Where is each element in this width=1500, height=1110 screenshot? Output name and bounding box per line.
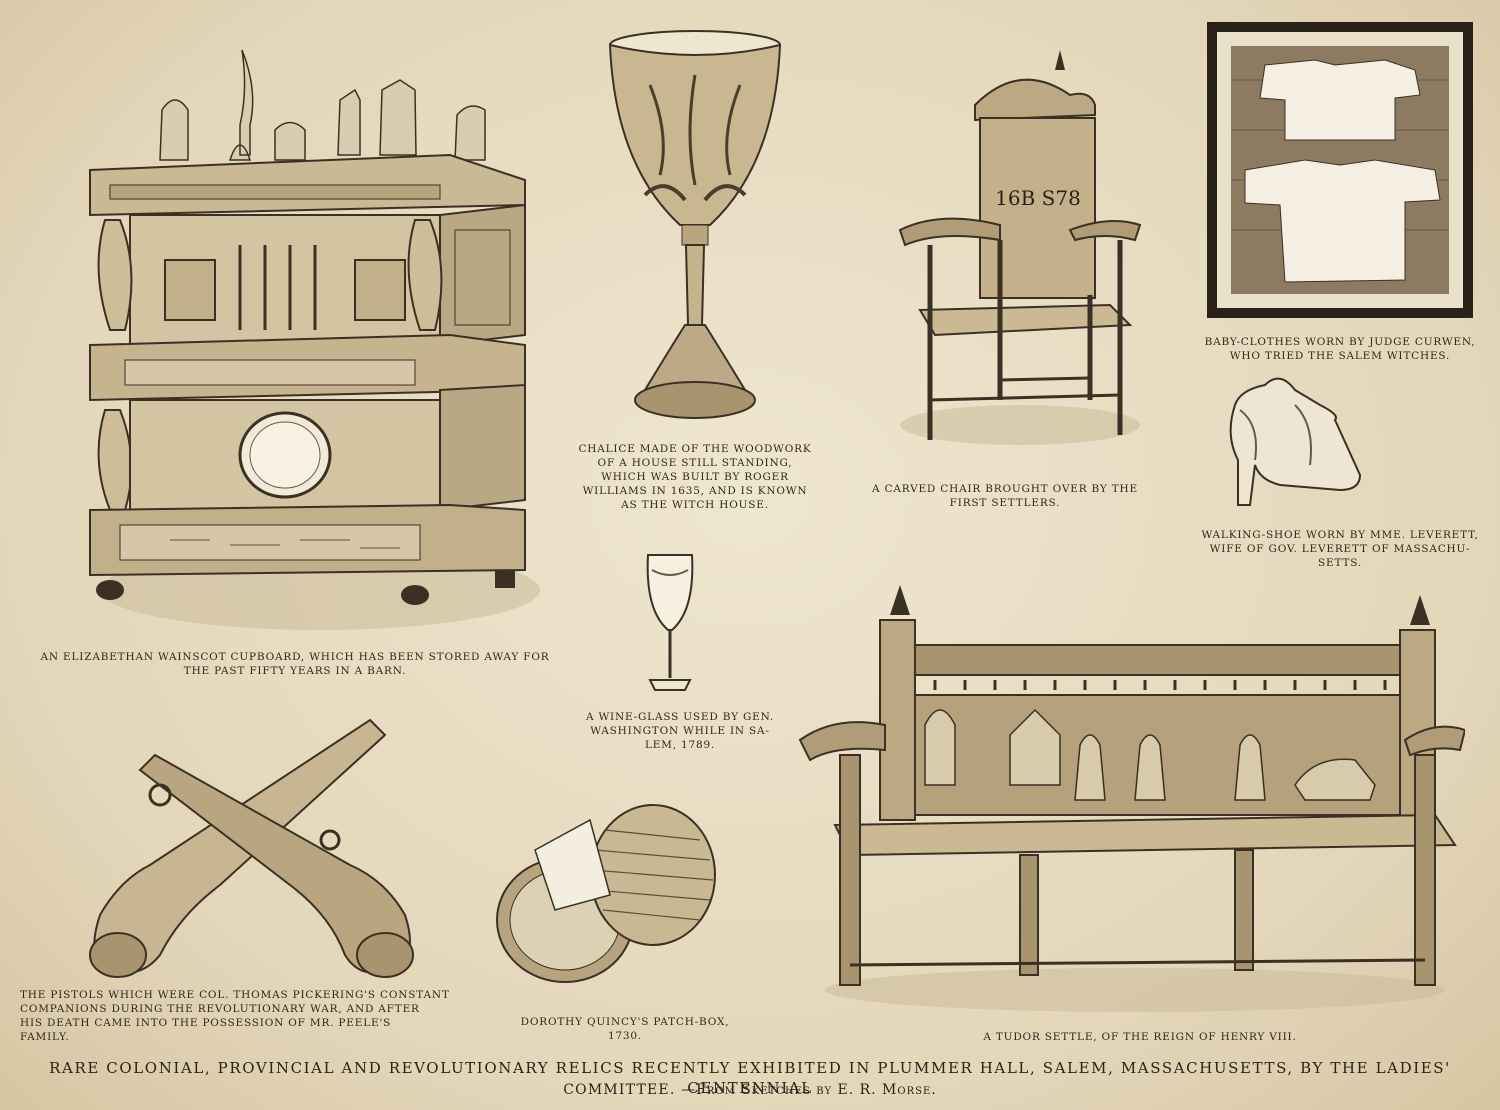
walking-shoe-illustration	[1210, 365, 1370, 515]
wine-glass-illustration	[640, 550, 700, 700]
engraving-title: Rare colonial, provincial and revolution…	[49, 1059, 1451, 1097]
pistols-caption: The pistols which were Col. Thomas Picke…	[20, 989, 450, 1043]
settle-caption: A Tudor settle, of the reign of Henry VI…	[983, 1031, 1297, 1043]
carved-chair-illustration: 16B S78	[880, 40, 1160, 450]
pistols-illustration	[40, 715, 460, 985]
wainscot-cupboard-illustration	[70, 30, 560, 630]
baby-clothes-frame-illustration	[1205, 20, 1475, 320]
chalice-illustration	[590, 25, 800, 435]
sketch-credit: —From Sketches by E. R. Morse.	[681, 1082, 937, 1098]
patch-box-caption: Dorothy Quincy's patch-box, 1730.	[520, 1016, 730, 1042]
patch-box-illustration	[495, 800, 720, 990]
chair-caption: A carved chair brought over by the first…	[872, 483, 1138, 509]
tudor-settle-illustration	[795, 585, 1465, 1015]
baby-clothes-caption: Baby-clothes worn by Judge Curwen, who t…	[1204, 336, 1476, 362]
cupboard-caption: An Elizabethan wainscot cupboard, which …	[40, 651, 550, 677]
shoe-caption: Walking-shoe worn by Mme. Leverett, wife…	[1201, 529, 1479, 569]
engraving-subline: Committee. —From Sketches by E. R. Morse…	[20, 1080, 1480, 1100]
chalice-caption: Chalice made of the woodwork of a house …	[578, 443, 812, 511]
committee-word: Committee.	[563, 1082, 676, 1098]
chair-inscription: 16B S78	[995, 186, 1081, 210]
wine-glass-caption: A wine-glass used by Gen. Washington whi…	[585, 711, 775, 751]
